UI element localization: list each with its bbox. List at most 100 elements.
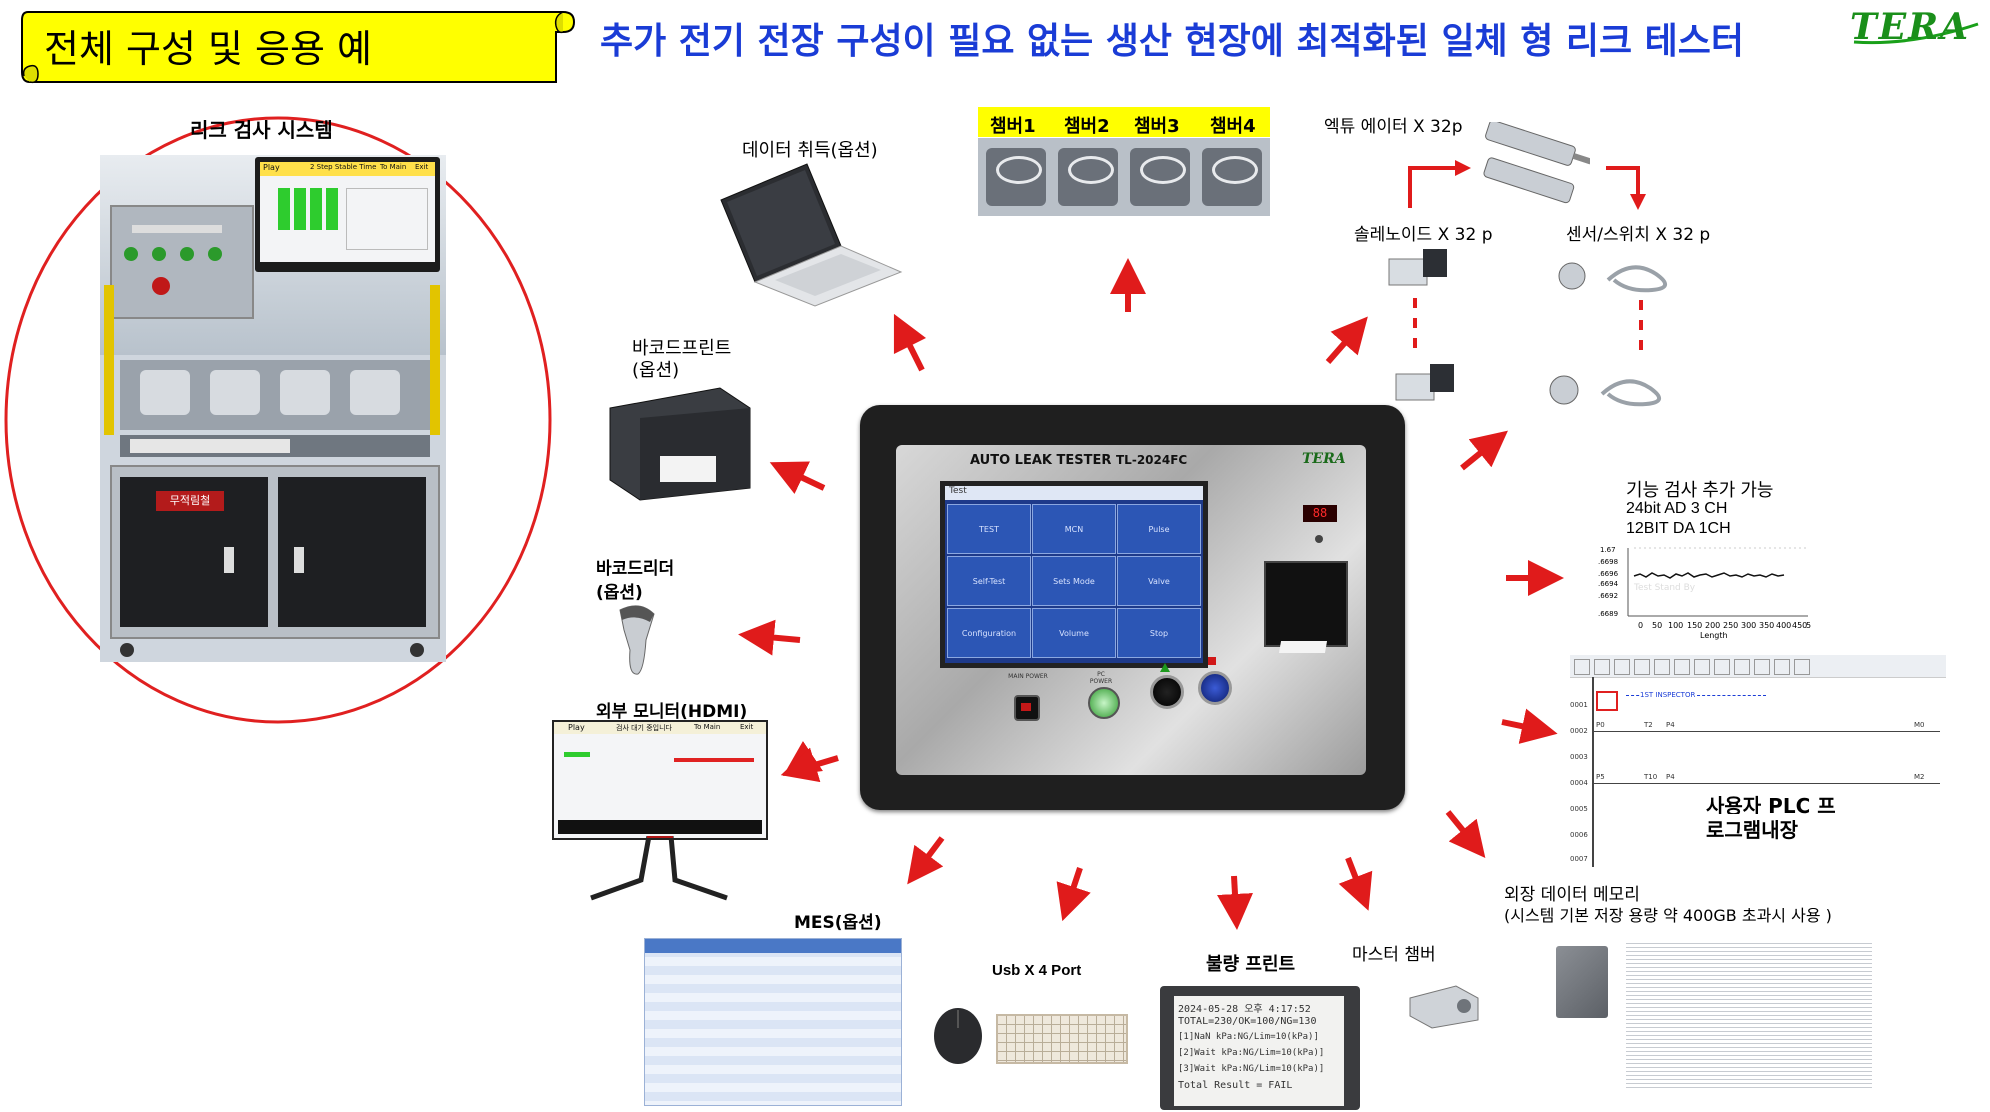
barcode-print-option: (옵션) [632,360,680,381]
barcode-reader-label: 바코드리더 [596,559,675,579]
plc-row-number: 0001 [1570,701,1588,709]
photo-monitor-title: 2 Step Stable Time [310,163,377,171]
device-button-mcn[interactable]: MCN [1032,504,1116,554]
start-indicator-icon [1160,663,1170,672]
device-button-self-test[interactable]: Self-Test [947,556,1031,606]
usb-label: Usb X 4 Port [992,962,1082,979]
receipt-line: [3]Wait kPa:NG/Lim=10(kPa)] [1178,1064,1325,1074]
plc-toolbar[interactable] [1570,655,1946,678]
ext-monitor-label: 외부 모니터(HDMI) [596,702,748,722]
graph-x-tick: 0 [1638,621,1643,630]
plc-row-number: 0004 [1570,779,1588,787]
data-acq-label: 데이터 취득(옵션) [742,140,878,161]
chamber-label-bar [978,107,1270,137]
title-banner-scroll [21,11,576,84]
graph-y-tick: .6692 [1598,592,1618,600]
device-printer-slot [1264,561,1348,647]
solenoid-icon [1395,364,1454,401]
graph-x-tick: 150 [1687,621,1702,630]
auto-leak-tester-device: AUTO LEAK TESTER TL-2024FC TERA Test TES… [860,405,1405,810]
ext-monitor-screen: Play 검사 대기 중입니다 To Main Exit [552,720,768,840]
receipt-line: [1]NaN kPa:NG/Lim=10(kPa)] [1178,1032,1319,1042]
plc-contact: P4 [1666,721,1675,729]
defect-print-label: 불량 프린트 [1206,954,1296,975]
page-headline: 추가 전기 전장 구성이 필요 없는 생산 현장에 최적화된 일체 형 리크 테… [600,21,1744,62]
photo-monitor-exit: Exit [415,163,429,171]
device-button-valve[interactable]: Valve [1117,556,1201,606]
photo-monitor-to-main: To Main [380,163,407,171]
tera-logo: TERA [1850,6,1971,48]
red-connector-arrow [1408,160,1471,208]
system-label: 리크 검사 시스템 [190,118,333,142]
graph-x-tick: 400 [1776,621,1791,630]
master-chamber-label: 마스터 챔버 [1352,945,1436,965]
device-printer-paper [1278,641,1328,653]
plc-contact: T2 [1644,721,1653,729]
defect-receipt-printer: 2024-05-28 오후 4:17:52 TOTAL=230/OK=100/N… [1160,986,1360,1110]
graph-x-tick: 250 [1723,621,1738,630]
plc-row-number: 0003 [1570,753,1588,761]
graph-y-tick: .6694 [1598,580,1619,588]
main-power-switch[interactable] [1014,695,1040,721]
system-monitor: Play 2 Step Stable Time To Main Exit [255,157,440,272]
device-indicator [1315,535,1323,543]
mes-label: MES(옵션) [794,913,882,933]
start-knob[interactable] [1150,675,1184,709]
device-screen-header: Test [945,486,1203,500]
dac-label: 12BIT DA 1CH [1626,520,1731,537]
keyboard-icon [996,1014,1128,1064]
pc-power-label: PC POWER [1089,671,1113,685]
plc-contact: P0 [1596,721,1605,729]
memory-data-table [1626,940,1872,1090]
plc-row-number: 0005 [1570,805,1588,813]
graph-x-label: Length [1700,631,1728,640]
monitor-stand-icon [590,836,728,901]
pc-power-button[interactable] [1088,687,1120,719]
device-touchscreen[interactable]: Test TEST MCN Pulse Self-Test Sets Mode … [940,481,1208,668]
graph-y-tick: .6698 [1598,558,1618,566]
device-button-sets-mode[interactable]: Sets Mode [1032,556,1116,606]
graph-overlay: Test Stand By [1633,583,1696,593]
barcode-scanner-icon [619,605,655,675]
device-button-volume[interactable]: Volume [1032,608,1116,658]
sensor-switch-icon [1558,262,1667,293]
func-test-label: 기능 검사 추가 가능 [1626,480,1774,500]
plc-contact: P4 [1666,773,1675,781]
chambers-photo [978,138,1270,216]
plc-coil: M0 [1914,721,1925,729]
device-button-configuration[interactable]: Configuration [947,608,1031,658]
device-logo: TERA [1302,451,1346,467]
mes-data-table [644,938,902,1106]
graph-y-tick: .6696 [1598,570,1619,578]
device-led-display: 88 [1303,505,1337,522]
stop-knob[interactable] [1198,671,1232,705]
device-button-pulse[interactable]: Pulse [1117,504,1201,554]
chamber-3-label: 챔버3 [1134,116,1180,137]
receipt-line: TOTAL=230/OK=100/NG=130 [1178,1016,1317,1027]
ext-mem-label: 외장 데이터 메모리 [1504,885,1640,905]
graph-x-tick: 5 [1806,621,1811,630]
graph-x-tick: 450 [1792,621,1807,630]
device-button-stop[interactable]: Stop [1117,608,1201,658]
barcode-printer-icon [609,387,751,501]
dashed-link [1639,300,1643,360]
red-connector-arrow [1606,166,1646,210]
sensor-label: 센서/스위치 X 32 p [1566,225,1711,245]
monitor-exit: Exit [740,723,754,731]
graph-x-tick: 100 [1668,621,1683,630]
solenoid-label: 솔레노이드 X 32 p [1354,225,1493,245]
monitor-play: Play [568,723,585,732]
plc-row-number: 0006 [1570,831,1588,839]
master-chamber-icon [1409,985,1479,1029]
barcode-reader-option: (옵션) [596,583,643,603]
solenoid-icon [1388,249,1447,286]
main-power-label: MAIN POWER [1008,673,1048,680]
plc-contact: T10 [1644,773,1658,781]
device-button-test[interactable]: TEST [947,504,1031,554]
device-model: TL-2024FC [1116,453,1188,467]
plc-cursor [1596,691,1618,711]
sensor-switch-icon [1549,375,1661,407]
ext-mem-note: (시스템 기본 저장 용량 약 400GB 초과시 사용 ) [1504,906,1832,925]
mouse-icon [934,1008,982,1064]
laptop-icon [720,163,903,307]
